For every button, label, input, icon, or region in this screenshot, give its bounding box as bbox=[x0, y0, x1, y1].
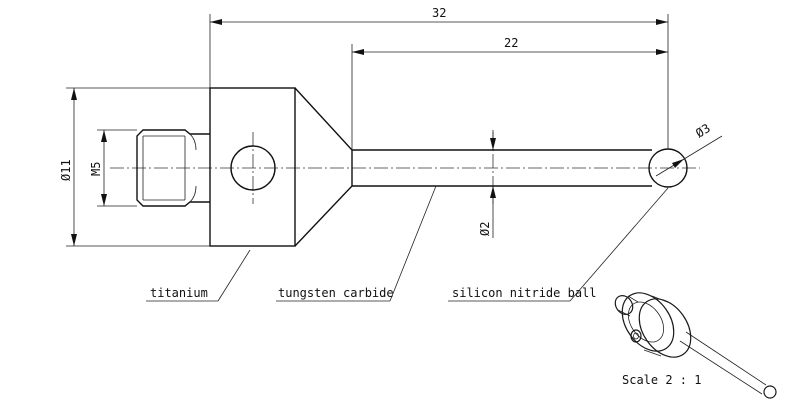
dimension-stem-diameter bbox=[490, 130, 496, 238]
dimension-m5-label: M5 bbox=[89, 162, 103, 176]
dimension-diameter-11-label: Ø11 bbox=[59, 159, 73, 181]
leader-silicon-nitride-ball bbox=[448, 187, 669, 302]
dimension-thread bbox=[97, 129, 137, 207]
dimension-22-label: 22 bbox=[504, 36, 518, 50]
isometric-view bbox=[614, 292, 777, 399]
dimension-body-diameter bbox=[66, 87, 210, 247]
dimension-overall-length bbox=[209, 14, 669, 149]
label-silicon-nitride-ball: silicon nitride ball bbox=[452, 286, 597, 300]
leader-tungsten-carbide bbox=[276, 185, 437, 302]
dimension-ball-diameter bbox=[655, 135, 723, 177]
cross-hole bbox=[230, 145, 276, 191]
stem-outline bbox=[352, 149, 652, 187]
dimension-diameter-3-label: Ø3 bbox=[693, 121, 713, 141]
dimension-32-label: 32 bbox=[432, 6, 446, 20]
label-titanium: titanium bbox=[150, 286, 208, 300]
label-tungsten-carbide: tungsten carbide bbox=[278, 286, 394, 300]
leader-titanium bbox=[146, 249, 251, 302]
scale-label: Scale 2 : 1 bbox=[622, 373, 701, 387]
body-outline bbox=[209, 87, 296, 247]
cone-outline bbox=[294, 87, 353, 247]
dimension-diameter-2-label: Ø2 bbox=[478, 222, 492, 236]
dimension-stem-length bbox=[351, 44, 668, 150]
thread-section bbox=[136, 129, 210, 207]
